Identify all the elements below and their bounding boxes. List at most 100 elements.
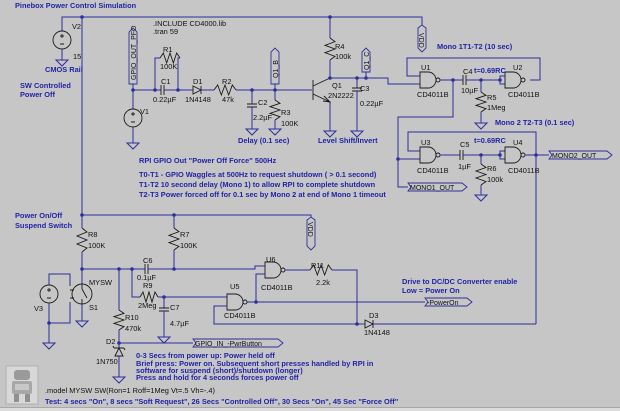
u4-nand-gate[interactable] xyxy=(504,146,522,164)
r5-resistor[interactable] xyxy=(474,91,488,113)
inverter-bubble-icon xyxy=(242,299,248,305)
vdd-top-net-flag[interactable] xyxy=(417,24,427,53)
ground-icon xyxy=(267,126,283,136)
wire[interactable] xyxy=(406,57,541,81)
u3-nand-gate[interactable] xyxy=(419,146,437,164)
r9-resistor[interactable] xyxy=(139,290,159,304)
c2-value: 2.2µF xyxy=(253,113,273,122)
wire[interactable] xyxy=(407,131,537,324)
d1-value: 1N4148 xyxy=(185,95,211,104)
wire[interactable] xyxy=(255,273,265,302)
mono2-out-net-flag[interactable] xyxy=(548,150,613,160)
r4-resistor[interactable] xyxy=(323,37,337,61)
ground-icon xyxy=(244,126,260,136)
timeline-note-3: T2-T3 Power forced off for 0.1 sec by Mo… xyxy=(139,190,386,199)
wire[interactable] xyxy=(154,57,160,90)
gpio-out-pfo-flag-label: GPIO_OUT_PFO xyxy=(131,25,138,80)
tran-directive[interactable]: .tran 59 xyxy=(153,27,178,36)
r1-ref: R1 xyxy=(163,45,172,54)
u1-value: CD4011B xyxy=(417,90,449,99)
r6-value: 100k xyxy=(487,175,503,184)
r3-ref: R3 xyxy=(281,108,290,117)
c2-capacitor[interactable] xyxy=(247,103,257,108)
wire[interactable] xyxy=(330,77,420,85)
model-directive[interactable]: .model MYSW SW(Ron=1 Roff=1Meg Vt=.5 Vh=… xyxy=(45,386,215,395)
r10-resistor[interactable] xyxy=(112,309,126,331)
r9-ref: R9 xyxy=(143,281,152,290)
wire[interactable] xyxy=(499,155,505,160)
u2-nand-gate[interactable] xyxy=(504,71,522,89)
t-formula-2: t=0.69RC xyxy=(474,136,506,145)
q1-b-net-flag[interactable] xyxy=(270,47,280,85)
q1-c-net-flag[interactable] xyxy=(361,47,371,73)
gpio-in-net-flag[interactable] xyxy=(192,338,284,348)
r10-ref: R10 xyxy=(125,313,139,322)
vdd-mid-net-flag[interactable] xyxy=(306,216,316,251)
d3-diode[interactable] xyxy=(364,319,375,329)
rpi-gpio-note: RPI GPIO Out "Power Off Force" 500Hz xyxy=(139,156,276,165)
wire[interactable] xyxy=(213,305,365,325)
u5-nand-gate[interactable] xyxy=(226,293,244,311)
vdd-top-flag-label: VDD xyxy=(417,33,424,48)
power-switch-note-2: Suspend Switch xyxy=(15,221,73,230)
wire[interactable] xyxy=(499,150,505,155)
power-on-flag-label: -PowerOn xyxy=(427,300,459,307)
c5-capacitor[interactable] xyxy=(459,150,464,160)
u4-value: CD4011B xyxy=(508,166,540,175)
junction-dot xyxy=(534,153,538,157)
wire[interactable] xyxy=(48,302,71,324)
r3-resistor[interactable] xyxy=(268,99,282,121)
v3-voltage-source[interactable] xyxy=(39,284,59,304)
wire[interactable] xyxy=(499,80,505,85)
c4-value: 10µF xyxy=(461,86,478,95)
switch-contact-icon xyxy=(70,284,88,304)
inverter-bubble-icon xyxy=(520,152,526,158)
junction-dot xyxy=(153,88,157,92)
ground-icon xyxy=(54,57,70,67)
wire[interactable] xyxy=(131,269,140,298)
schematic-title: Pinebox Power Control Simulation xyxy=(15,1,137,10)
u6-nand-gate[interactable] xyxy=(264,261,282,279)
d1-diode[interactable] xyxy=(192,85,203,95)
q1-npn-transistor[interactable] xyxy=(312,77,332,103)
r2-value: 47k xyxy=(222,95,234,104)
d2-value: 1N750 xyxy=(96,357,118,366)
u1-nand-gate[interactable] xyxy=(419,71,437,89)
wire[interactable] xyxy=(148,265,265,270)
r6-resistor[interactable] xyxy=(474,163,488,186)
c4-capacitor[interactable] xyxy=(462,75,467,85)
mono1-out-flag-label: MONO1_OUT xyxy=(410,185,455,192)
r2-resistor[interactable] xyxy=(213,83,237,97)
r7-resistor[interactable] xyxy=(167,227,181,251)
r1-resistor[interactable] xyxy=(159,51,181,65)
gpio-out-pfo-net-flag[interactable] xyxy=(128,27,138,85)
test-note: Test: 4 secs "On", 8 secs "Soft Request"… xyxy=(45,397,399,406)
wire[interactable] xyxy=(48,273,71,286)
delay-note: Delay (0.1 sec) xyxy=(238,136,290,145)
c1-capacitor[interactable] xyxy=(160,85,165,95)
r11-resistor[interactable] xyxy=(309,263,333,277)
s1-model: MYSW xyxy=(89,278,112,287)
wire[interactable] xyxy=(397,80,454,188)
sw-controlled-note-2: Power Off xyxy=(20,90,55,99)
c7-capacitor[interactable] xyxy=(159,307,169,312)
v2-ref: V2 xyxy=(72,22,81,31)
polarity-icon xyxy=(60,34,64,45)
wire[interactable] xyxy=(61,16,423,31)
mono1-out-net-flag[interactable] xyxy=(407,182,468,192)
r2-ref: R2 xyxy=(222,77,231,86)
ground-icon xyxy=(349,128,365,138)
wire[interactable] xyxy=(499,75,505,80)
r8-resistor[interactable] xyxy=(75,227,89,253)
wire[interactable] xyxy=(82,214,312,220)
wire[interactable] xyxy=(332,269,358,324)
power-on-net-flag[interactable] xyxy=(424,297,473,307)
d2-zener-diode[interactable] xyxy=(112,345,126,357)
ground-icon xyxy=(41,340,57,350)
r8-ref: R8 xyxy=(88,230,97,239)
v2-voltage-source[interactable] xyxy=(52,30,72,50)
include-directive[interactable]: .INCLUDE CD4000.lib xyxy=(153,19,226,28)
ground-icon xyxy=(125,140,141,150)
wire[interactable] xyxy=(177,57,180,90)
